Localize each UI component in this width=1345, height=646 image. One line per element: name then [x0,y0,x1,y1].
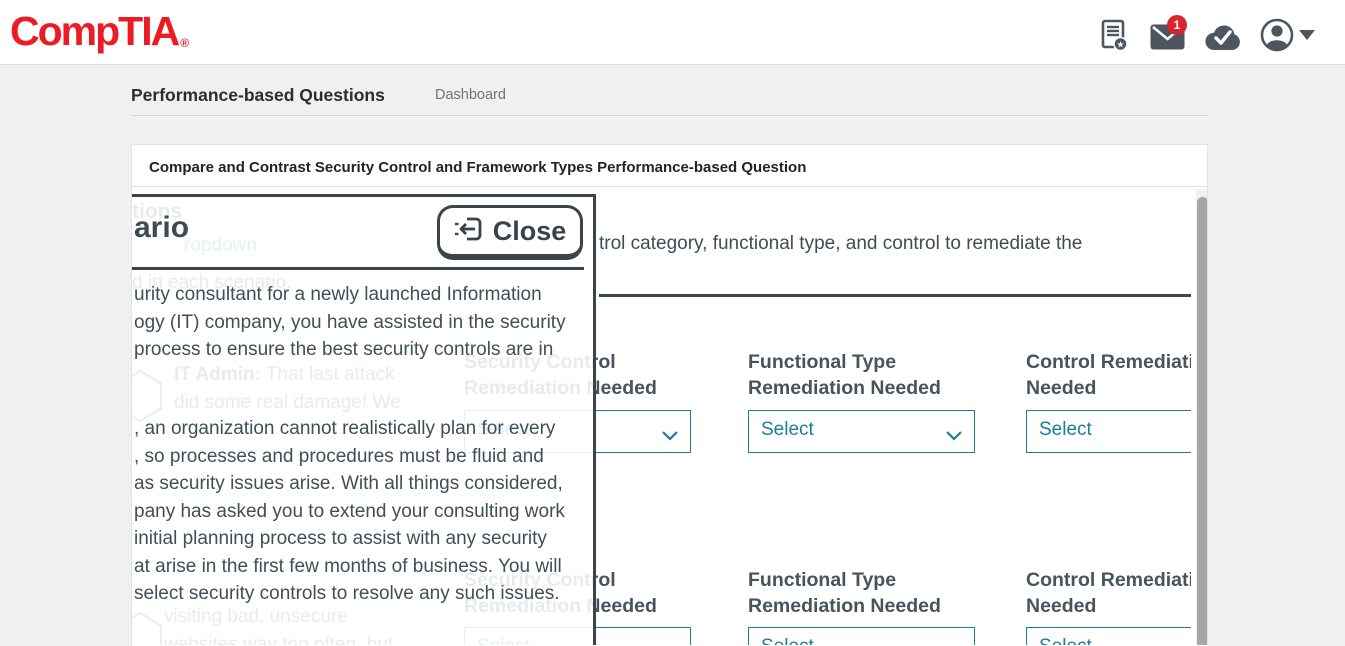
notification-badge: 1 [1167,15,1187,35]
label-line: Needed [1026,595,1097,617]
question-card-title: Compare and Contrast Security Control an… [149,159,807,176]
svg-text:★: ★ [1116,39,1124,49]
scenario-modal: ario Close urity cons [132,194,596,645]
label-functional-type-remediation: Functional Type Remediation Needed [748,567,988,619]
close-button[interactable]: Close [437,205,583,260]
instruction-text-fragment: trol category, functional type, and cont… [599,233,1083,254]
select-value: Select [761,636,814,645]
vertical-scrollbar-thumb[interactable] [1197,197,1207,645]
scenario-line: process to ensure the best security cont… [134,339,554,360]
select-control-remediation-row1[interactable]: Select [1026,410,1191,453]
label-line: Functional Type [748,569,897,591]
comptia-logo[interactable]: CompTIA® [10,0,190,72]
breadcrumb-divider [131,115,1208,116]
select-functional-type-row2[interactable]: Select [748,627,975,645]
label-line: Control Remediation [1026,351,1191,373]
label-control-remediation: Control Remediation Needed [1026,567,1191,619]
scenario-line: ogy (IT) company, you have assisted in t… [134,311,566,333]
cloud-check-icon[interactable] [1204,24,1242,56]
close-button-label: Close [492,215,567,246]
scenario-modal-title: ario [134,211,190,244]
user-avatar-icon[interactable] [1260,18,1294,57]
scenario-paragraph-2: , an organization cannot realistically p… [134,415,565,608]
scenario-line: pany has asked you to extend your consul… [134,500,565,522]
breadcrumb-dashboard-link[interactable]: Dashboard [435,87,506,103]
select-chevron-icon [662,428,678,446]
label-line: Needed [1026,377,1097,399]
score-report-icon[interactable]: ★ [1101,19,1128,57]
label-functional-type-remediation: Functional Type Remediation Needed [748,349,988,401]
top-header-bar: CompTIA® ★ 1 [0,0,1345,65]
label-line: Control Remediation [1026,569,1191,591]
select-value: Select [1039,636,1092,645]
label-line: Functional Type [748,351,897,373]
select-functional-type-row1[interactable]: Select [748,410,975,453]
scenario-line: urity consultant for a newly launched In… [134,284,542,305]
section-divider [599,294,1191,297]
label-line: Remediation Needed [748,595,941,617]
question-card-body: tions ropdown trol category, functional … [132,187,1207,645]
exit-icon [454,214,484,249]
scenario-line: initial planning process to assist with … [134,528,547,549]
scenario-line: select security controls to resolve any … [134,583,560,604]
logo-text: CompTIA [10,8,180,54]
question-card: Compare and Contrast Security Control an… [131,144,1208,646]
page-title: Performance-based Questions [131,85,385,105]
question-card-header: Compare and Contrast Security Control an… [132,145,1207,187]
modal-header-divider [132,267,584,270]
label-line: Remediation Needed [748,377,941,399]
scenario-paragraph-1: urity consultant for a newly launched In… [134,281,566,364]
select-control-remediation-row2[interactable]: Select [1026,627,1191,645]
logo-registered-mark: ® [180,36,190,50]
scenario-line: , so processes and procedures must be fl… [134,445,544,467]
scenario-line: at arise in the first few months of busi… [134,555,562,577]
select-value: Select [761,419,814,440]
label-control-remediation: Control Remediation Needed [1026,349,1191,401]
vertical-scrollbar-track[interactable] [1196,189,1207,645]
chevron-down-icon[interactable] [1299,30,1315,40]
select-chevron-icon [946,428,962,446]
scenario-line: as security issues arise. With all thing… [134,473,563,494]
select-value: Select [1039,419,1092,440]
scenario-line: , an organization cannot realistically p… [134,418,556,439]
